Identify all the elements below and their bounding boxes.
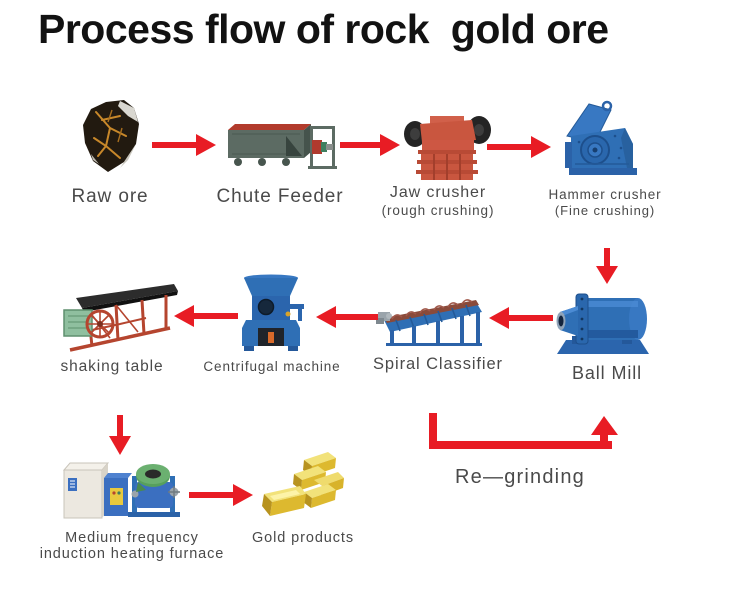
jaw-crusher-label: Jaw crusher xyxy=(389,184,487,201)
regrinding-label: Re—grinding xyxy=(455,466,585,488)
gold-products-icon xyxy=(262,452,344,516)
jaw-crusher-icon xyxy=(404,116,491,180)
ball-mill-icon xyxy=(556,293,649,354)
hammer-crusher-icon xyxy=(565,100,637,175)
ball-mill-label: Ball Mill xyxy=(571,363,643,383)
gold-products-label: Gold products xyxy=(252,530,354,546)
arrow-hammer-crusher-to-ball-mill xyxy=(596,248,618,284)
arrow-shaking-table-to-furnace xyxy=(109,415,131,455)
arrow-furnace-to-gold-products xyxy=(189,484,253,506)
arrow-chute-feeder-to-jaw-crusher xyxy=(340,134,400,156)
arrow-spiral-classifier-to-centrifugal-machine xyxy=(316,306,378,328)
centrifugal-machine-label: Centrifugal machine xyxy=(203,359,341,374)
raw-ore-icon xyxy=(83,100,139,172)
shaking-table-icon xyxy=(63,284,178,352)
arrow-centrifugal-machine-to-shaking-table xyxy=(174,305,238,327)
jaw-crusher-sublabel: (rough crushing) xyxy=(381,203,495,218)
shaking-table-label: shaking table xyxy=(60,358,164,375)
chute-feeder-label: Chute Feeder xyxy=(216,186,344,207)
spiral-classifier-icon xyxy=(376,299,482,346)
furnace-label-line1: Medium frequency xyxy=(65,530,199,546)
spiral-classifier-label: Spiral Classifier xyxy=(373,355,503,373)
raw-ore-label: Raw ore xyxy=(71,186,149,207)
arrow-ball-mill-to-spiral-classifier xyxy=(489,307,553,329)
centrifugal-machine-icon xyxy=(242,274,304,351)
arrow-regrinding-loop xyxy=(429,413,618,449)
hammer-crusher-label: Hammer crusher xyxy=(548,187,662,202)
hammer-crusher-sublabel: (Fine crushing) xyxy=(554,203,656,218)
furnace-label-line2: induction heating furnace xyxy=(39,546,225,562)
arrow-raw-ore-to-chute-feeder xyxy=(152,134,216,156)
chute-feeder-icon xyxy=(228,124,337,169)
induction-furnace-icon xyxy=(62,462,180,519)
page-title: Process flow of rock gold ore xyxy=(38,6,609,52)
arrow-jaw-crusher-to-hammer-crusher xyxy=(487,136,551,158)
